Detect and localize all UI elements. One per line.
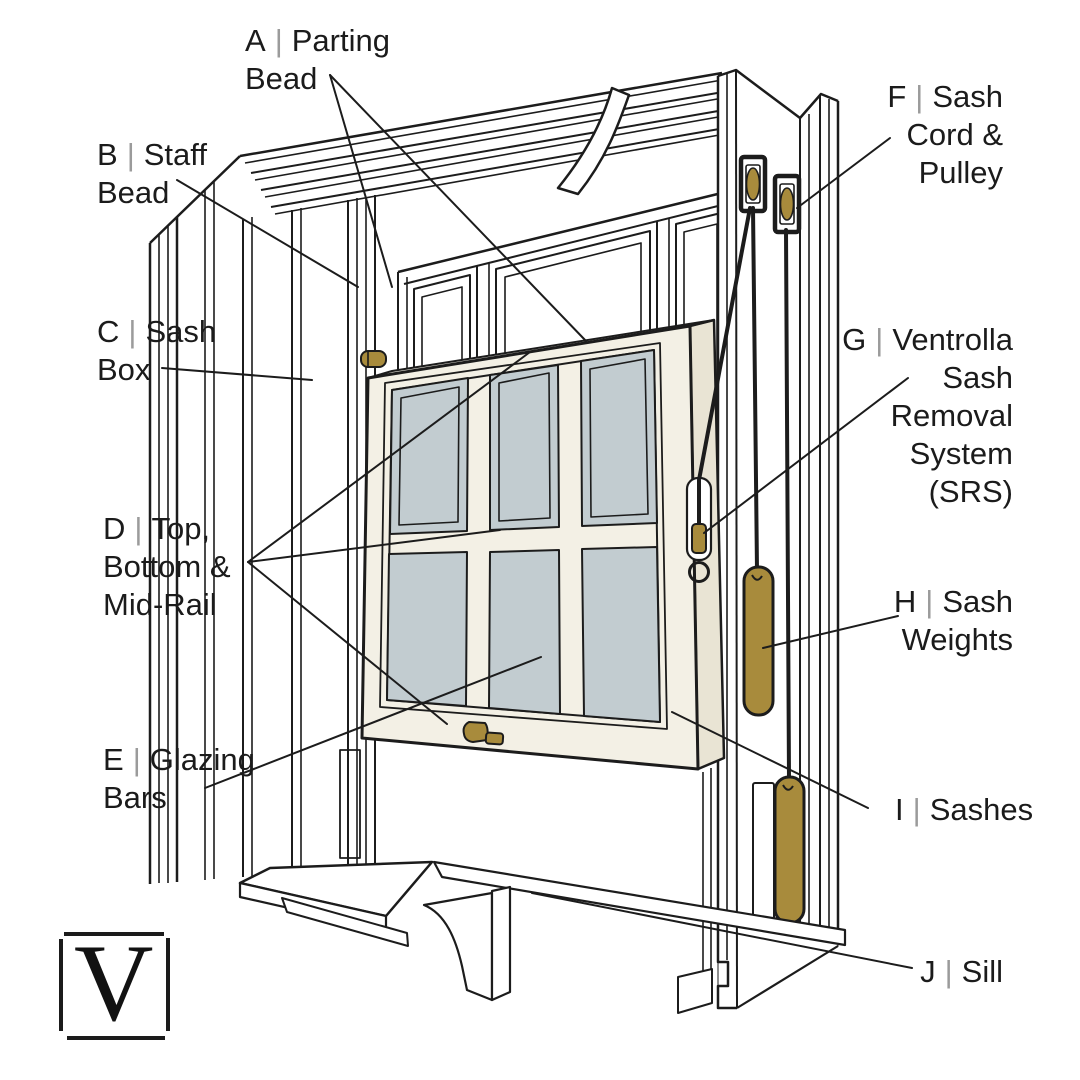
glass-pane (389, 377, 469, 535)
pulley-2-wheel (779, 187, 795, 221)
sash-cord-weight-2 (784, 228, 791, 782)
jamb-brass-fitting (360, 350, 387, 368)
sash-cord-front (697, 206, 752, 482)
removed-lower-sash (360, 318, 726, 771)
label-glazing-bars: E|Glazing Bars (103, 742, 255, 815)
label-sill: J|Sill (920, 954, 1003, 989)
bottom-lining-board (677, 968, 713, 1014)
logo-frame-top (64, 932, 164, 936)
logo-frame-bottom (67, 1036, 165, 1040)
weight-1 (742, 565, 775, 717)
srs-gold-toggle (691, 523, 707, 554)
label-sash-weights: H|Sash Weights (893, 584, 1013, 657)
logo-frame-right (166, 938, 170, 1031)
label-staff-bead: B|Staff Bead (97, 137, 207, 210)
srs-ring (688, 561, 710, 583)
sill-corbel (422, 891, 494, 1002)
glass-pane (580, 349, 658, 527)
label-srs: G|Ventrolla Sash Removal System (SRS) (842, 322, 1013, 509)
label-sashes: I|Sashes (895, 792, 1034, 827)
label-parting-bead: A|Parting Bead (245, 23, 390, 96)
sash-cord-weight-1 (751, 206, 759, 572)
cords-and-pulleys (685, 154, 802, 782)
glass-pane (386, 551, 468, 707)
frame-horn (556, 86, 631, 196)
jamb-pocket-piece (339, 749, 361, 859)
sash-fastener (462, 721, 489, 743)
logo-letter: V (74, 922, 154, 1044)
weight-2 (773, 775, 806, 925)
glass-pane (581, 546, 661, 723)
label-sash-cord-pulley: F|Sash Cord & Pulley (887, 79, 1003, 190)
glass-pane (489, 364, 560, 531)
frame-head (239, 71, 726, 215)
pulley-1-wheel (745, 167, 761, 201)
sash-weights (742, 565, 806, 925)
glass-pane (488, 549, 561, 715)
leader-lines (161, 74, 913, 969)
sill-board-right (432, 860, 847, 947)
label-rails: D|Top, Bottom & Mid-Rail (103, 511, 231, 622)
label-sash-box: C|Sash Box (97, 314, 217, 387)
ventrolla-logo: V (52, 922, 182, 1052)
sill (238, 860, 847, 1002)
sash-fastener-keep (484, 731, 505, 746)
logo-frame-left (59, 939, 63, 1031)
